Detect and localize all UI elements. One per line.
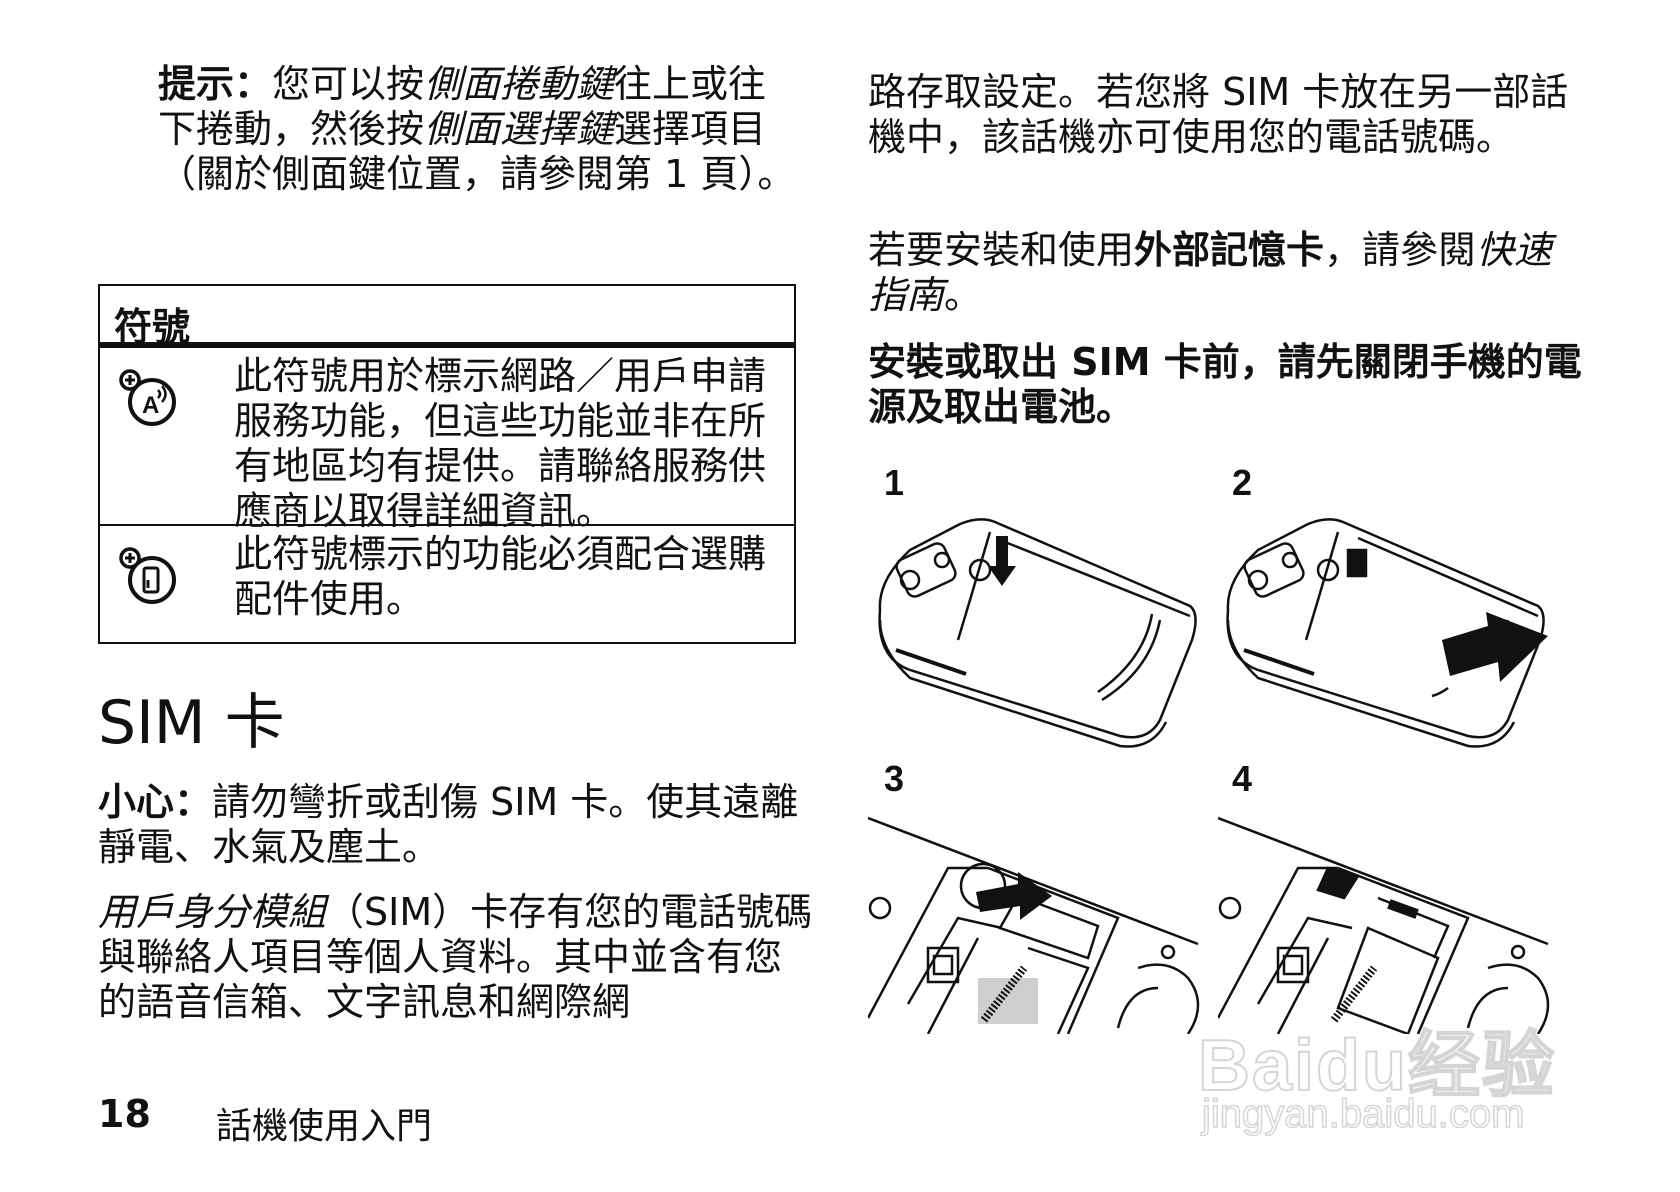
symbol-row: A 此符號用於標示網路／用戶申請服務功能，但這些功能並非在所有地區均有提供。請聯… [100,348,794,533]
sim-insert-illustration [868,816,1200,1034]
step-number: 4 [1232,758,1253,799]
symbol-row: 此符號標示的功能必須配合選購配件使用。 [100,526,794,642]
sim-description: 用戶身分模組（SIM）卡存有您的電話號碼與聯絡人項目等個人資料。其中並含有您的語… [98,890,818,1025]
memory-card-term: 外部記憶卡 [1134,228,1325,272]
tip-text: 您可以按 [272,62,425,106]
symbol-description: 此符號標示的功能必須配合選購配件使用。 [234,532,767,621]
step-number: 1 [884,462,905,503]
tip-label: 提示： [158,62,273,106]
watermark-url: jingyan.baidu.com [1201,1091,1525,1137]
sim-term: 用戶身分模組 [98,890,327,934]
page-number: 18 [98,1092,151,1136]
tip-paragraph: 提示：您可以按側面捲動鍵往上或往下捲動，然後按側面選擇鍵選擇項目（關於側面鍵位置… [158,62,798,197]
section-heading: SIM 卡 [98,688,285,758]
symbols-table: 符號 A 此符號用於標示網路／用戶申請服務功能，但這些功能並非在所有地區均有提供… [98,284,796,644]
step-number: 2 [1232,462,1253,503]
caution-paragraph: 小心：請勿彎折或刮傷 SIM 卡。使其遠離靜電、水氣及塵土。 [98,780,818,870]
network-feature-icon: A [119,369,176,426]
baidu-watermark-logo: Baidu经验 jingyan.baidu.com [1197,1006,1598,1156]
caution-label: 小心： [98,780,213,824]
sim-description-text: （SIM）卡存有您的電話號碼與聯絡人項目等個人資料。其中並含有您的語音信箱、文字… [98,890,813,1024]
caution-text: 請勿彎折或刮傷 SIM 卡。使其遠離靜電、水氣及塵土。 [98,780,799,869]
tip-text: 選擇項目（關於側面鍵位置，請參閱第 1 頁）。 [158,107,796,196]
side-scroll-key-term: 側面捲動鍵 [424,62,615,106]
symbol-description: 此符號用於標示網路／用戶申請服務功能，但這些功能並非在所有地區均有提供。請聯絡服… [234,354,767,533]
svg-text:A: A [142,392,159,419]
chapter-title: 話機使用入門 [216,1106,433,1147]
memory-card-text: ，請參閱 [1324,228,1477,272]
sim-inserted-illustration [1218,816,1550,1034]
symbols-header-label: 符號 [114,305,191,349]
side-select-key-term: 側面選擇鍵 [424,107,615,151]
phone-back-press-illustration [878,518,1197,748]
memory-card-text: 。 [944,273,983,317]
memory-card-paragraph: 若要安裝和使用外部記憶卡，請參閱快速指南。 [868,228,1588,318]
watermark-main-text: Baidu经验 [1197,1025,1557,1107]
step-number: 3 [884,758,905,799]
memory-card-text: 若要安裝和使用 [868,228,1135,272]
quick-guide-term: 快速指南 [868,228,1553,317]
sim-description-continued: 路存取設定。若您將 SIM 卡放在另一部話機中，該話機亦可使用您的電話號碼。 [868,70,1569,159]
accessory-feature-icon [119,547,176,604]
power-off-warning: 安裝或取出 SIM 卡前，請先關閉手機的電源及取出電池。 [868,340,1582,429]
symbols-table-header: 符號 [100,286,794,349]
phone-back-slide-illustration [1226,518,1548,748]
tip-text: 往上或往下捲動，然後按 [158,62,767,151]
